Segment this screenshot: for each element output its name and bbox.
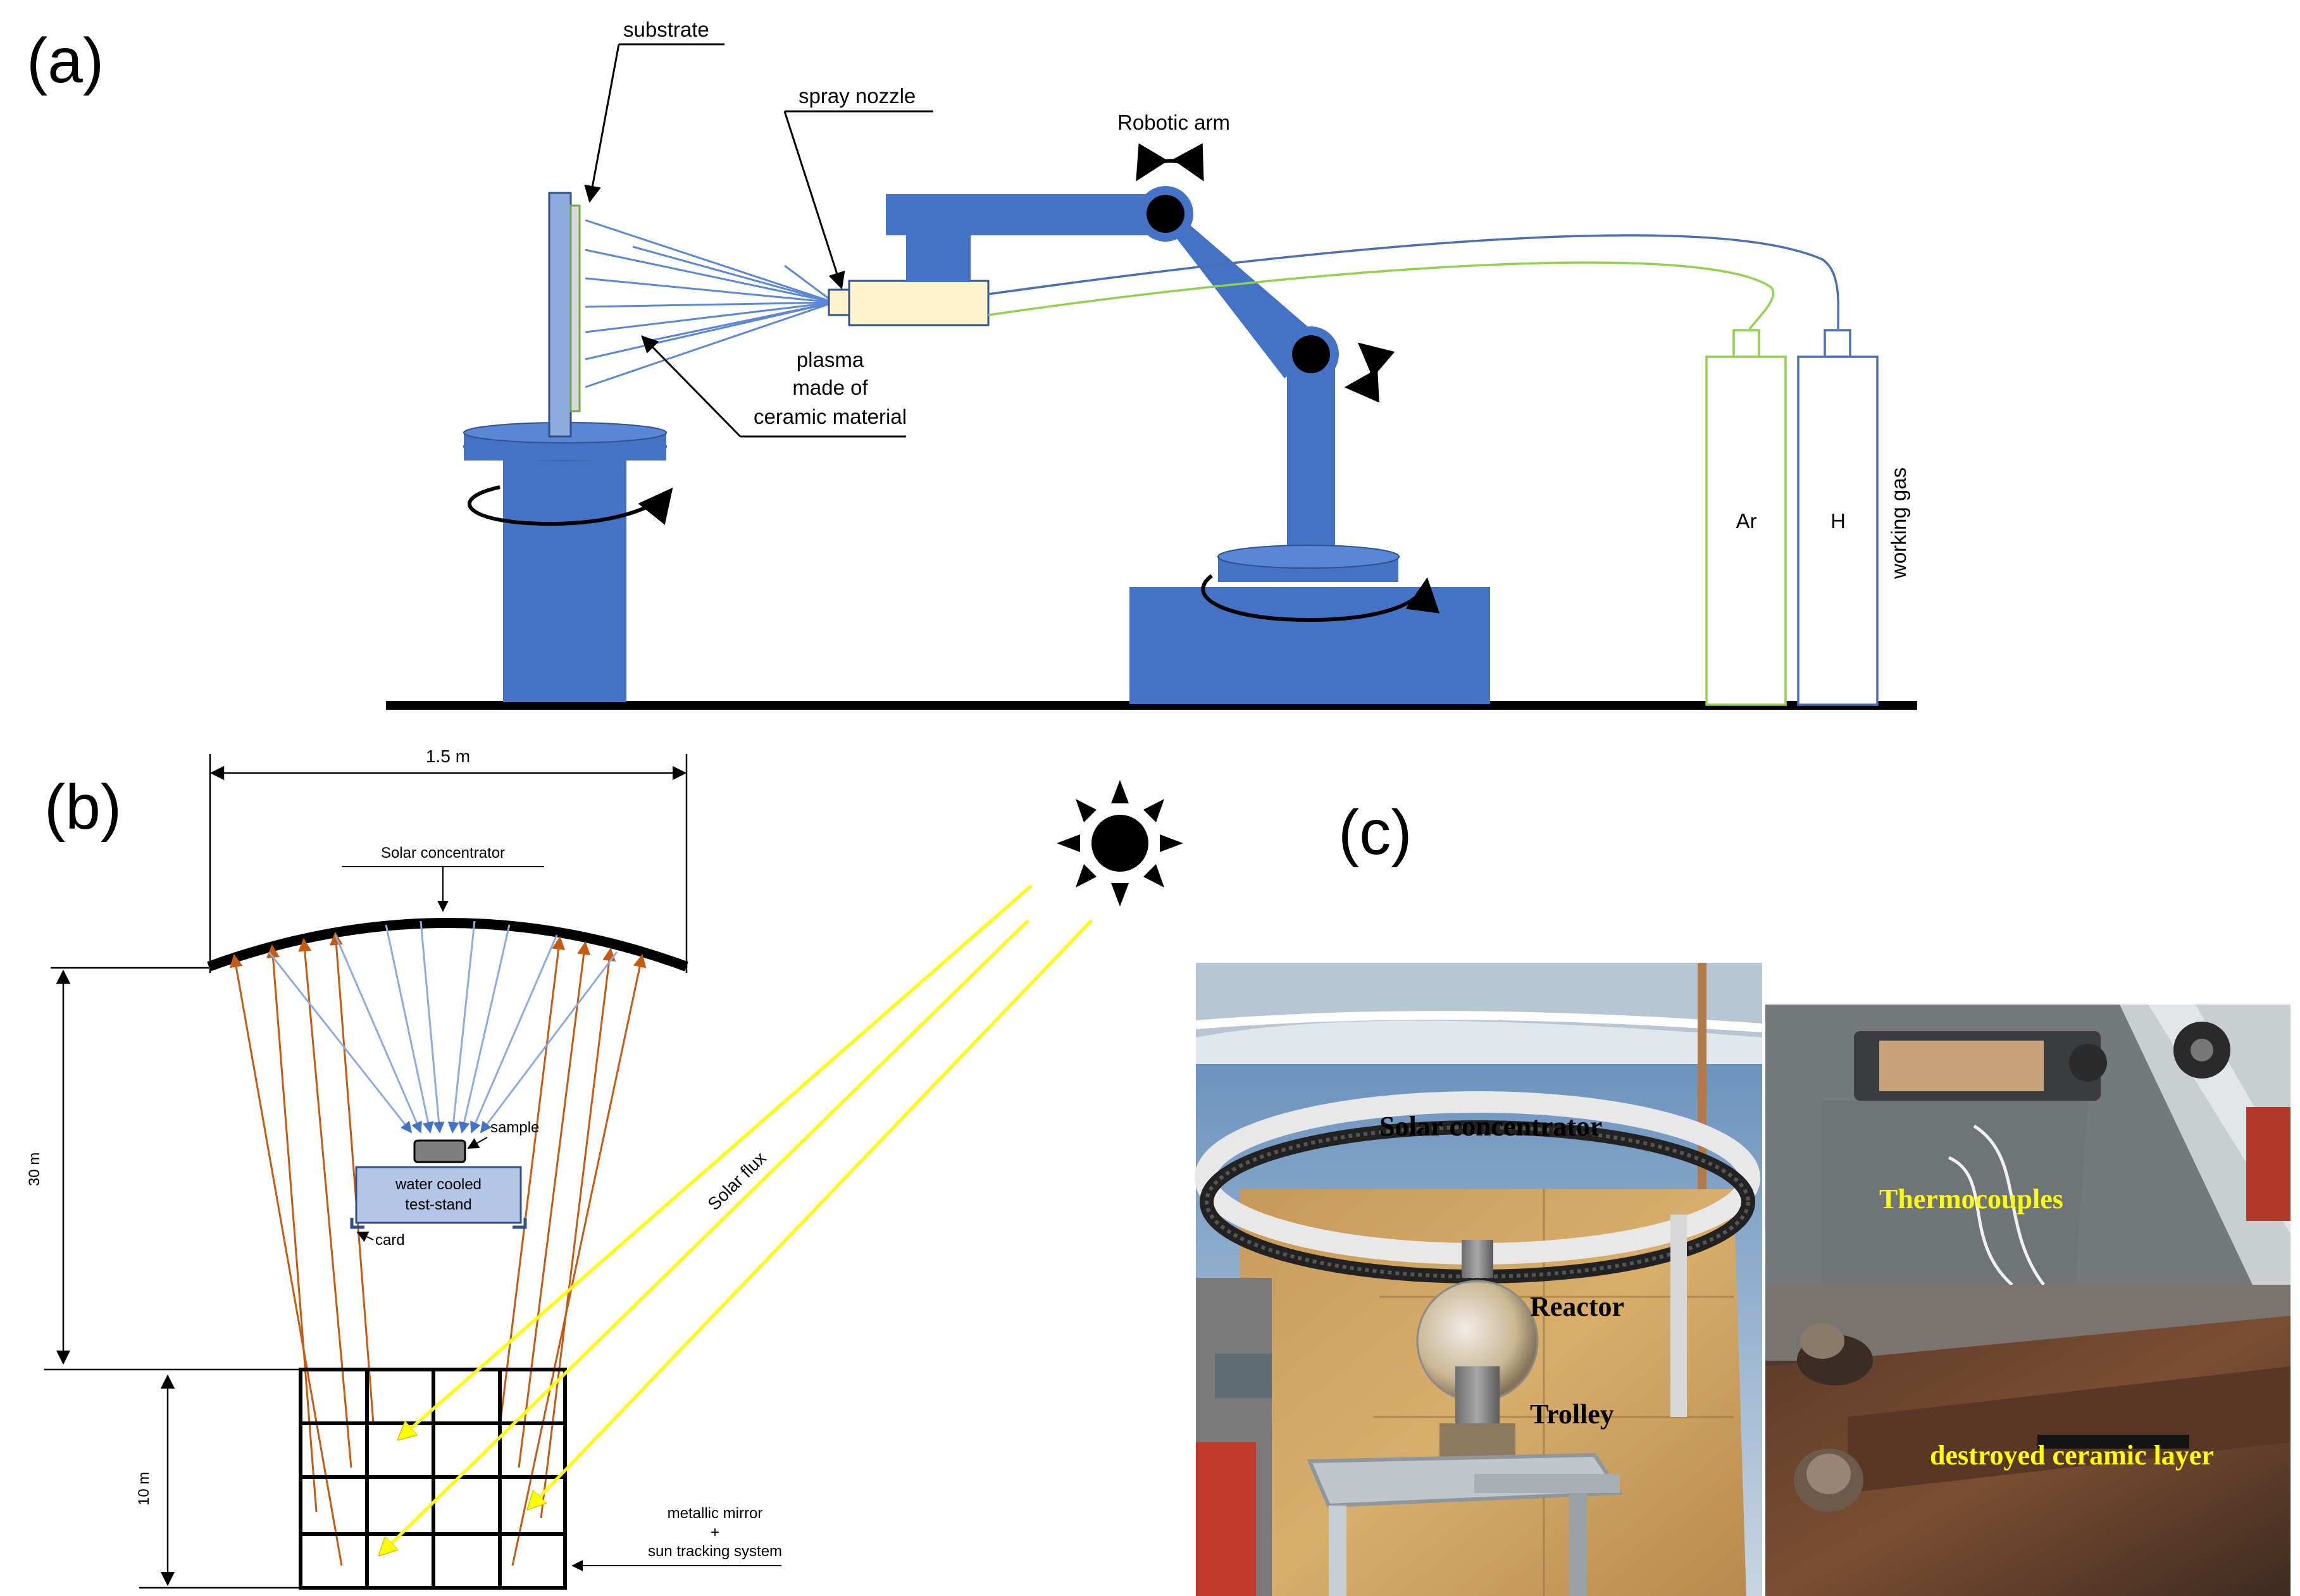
photo-label-trolley: Trolley xyxy=(1530,1399,1614,1430)
substrate-pedestal-column xyxy=(503,467,626,702)
robot-turntable-rim xyxy=(1217,545,1400,569)
metallic-mirror-grid xyxy=(299,1368,567,1590)
photo-thermocouples: Thermocouples xyxy=(1765,1005,2291,1286)
robot-joint-1 xyxy=(1147,195,1184,233)
robot-joint-2 xyxy=(1292,335,1330,373)
robot-base xyxy=(1129,587,1490,704)
plasma-label-line2: made of xyxy=(792,376,868,399)
panel-a: (a) substrate plasma xyxy=(27,18,1917,710)
height-10-label: 10 m xyxy=(135,1472,152,1506)
working-gas-label: working gas xyxy=(1887,467,1910,579)
substrate-arrow xyxy=(584,44,620,203)
spray-nozzle-tip xyxy=(828,288,850,316)
robot-lower-link xyxy=(1287,354,1335,557)
mirror-label-line2: + xyxy=(711,1524,719,1541)
ar-cylinder xyxy=(1705,356,1787,706)
substrate-label: substrate xyxy=(623,18,709,41)
panel-c: (c) xyxy=(1195,797,2291,1596)
pedestal-rotation-arrow xyxy=(468,485,673,526)
ar-gas-line xyxy=(988,261,1775,330)
robot-base-rotation-arrow xyxy=(1201,574,1440,622)
sample xyxy=(413,1139,466,1163)
panel-a-label: (a) xyxy=(27,25,104,96)
mirror-label-line3: sun tracking system xyxy=(648,1543,782,1560)
substrate-plate xyxy=(569,204,581,412)
card-right xyxy=(513,1218,527,1229)
teststand-label-line1: water cooled xyxy=(395,1176,482,1193)
ar-label: Ar xyxy=(1736,509,1757,533)
h-cylinder-valve xyxy=(1824,329,1851,358)
h-gas-line xyxy=(988,234,1840,330)
photo-label-solar-concentrator: Solar concentrator xyxy=(1379,1111,1602,1142)
height-30-label: 30 m xyxy=(26,1153,43,1186)
spray-gun-body xyxy=(848,280,990,326)
solar-flux-rays xyxy=(380,884,1093,1555)
photo-label-reactor: Reactor xyxy=(1530,1291,1624,1322)
plasma-rays xyxy=(585,219,835,388)
photo-destroyed-layer: destroyed ceramic layer xyxy=(1765,1285,2291,1596)
plasma-label-line1: plasma xyxy=(797,348,864,371)
teststand-label-line2: test-stand xyxy=(405,1196,471,1213)
panel-c-label: (c) xyxy=(1338,797,1412,868)
plasma-label-line3: ceramic material xyxy=(754,405,907,428)
spray-nozzle-label: spray nozzle xyxy=(799,84,916,108)
water-cooled-test-stand xyxy=(355,1166,522,1224)
card-arrow xyxy=(356,1231,374,1242)
card-label: card xyxy=(375,1232,405,1249)
plasma-arrow xyxy=(641,335,742,438)
robot-forearm xyxy=(1144,196,1329,378)
sun-icon xyxy=(1057,780,1183,906)
panel-b: (b) 1.5 m Solar concentrator 30 m 10 m xyxy=(26,746,1183,1590)
mirror-label-line1: metallic mirror xyxy=(668,1505,763,1522)
sample-arrow xyxy=(467,1137,488,1149)
joint-2-rotation-arrow xyxy=(1344,342,1395,403)
concentrated-rays-down xyxy=(268,920,618,1134)
sample-label: sample xyxy=(490,1119,539,1136)
joint-1-rotation-arrow xyxy=(1136,143,1204,182)
spray-nozzle-arrow xyxy=(783,111,845,290)
reflected-rays-up xyxy=(229,931,647,1566)
robotic-arm-label: Robotic arm xyxy=(1117,111,1230,134)
substrate-holder xyxy=(548,192,572,438)
solar-concentrator-label: Solar concentrator xyxy=(381,844,505,862)
photo-main: Solar concentrator Reactor Trolley xyxy=(1195,963,1763,1596)
photo-label-destroyed-layer: destroyed ceramic layer xyxy=(1930,1440,2214,1471)
h-cylinder xyxy=(1797,356,1879,706)
robot-upper-arm xyxy=(886,194,1167,235)
h-label: H xyxy=(1831,509,1846,533)
photo-label-thermocouples: Thermocouples xyxy=(1879,1184,2063,1215)
width-dim-label: 1.5 m xyxy=(426,746,470,766)
ar-cylinder-valve xyxy=(1732,329,1760,358)
robot-wrist-block xyxy=(906,234,971,282)
card-left xyxy=(350,1218,364,1229)
panel-b-label: (b) xyxy=(44,772,121,843)
solar-concentrator-dish xyxy=(207,918,688,972)
